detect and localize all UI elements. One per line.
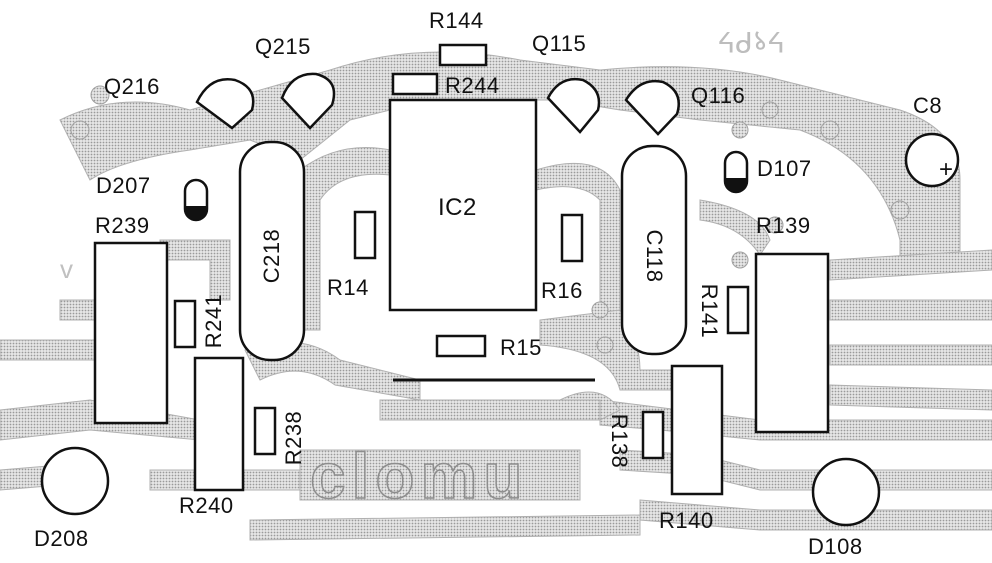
corner-marks: ᔭ९ᑭᔭ xyxy=(718,26,785,57)
ic2-chip xyxy=(388,98,538,312)
r138-resistor xyxy=(641,410,665,460)
r139-resistor xyxy=(754,252,830,434)
component-outlines xyxy=(40,43,960,527)
label-d108: D108 xyxy=(808,534,863,559)
r238-resistor xyxy=(253,406,277,456)
c218-capacitor xyxy=(238,140,306,362)
label-ic2: IC2 xyxy=(438,194,477,221)
d108-diode xyxy=(811,457,881,527)
label-r241: R241 xyxy=(201,293,226,349)
label-d107: D107 xyxy=(757,156,812,181)
board-watermark: clomu xyxy=(310,440,528,512)
copper-traces xyxy=(0,51,992,541)
d208-diode xyxy=(40,446,110,516)
label-d208: D208 xyxy=(34,526,89,551)
label-r144: R144 xyxy=(429,8,484,33)
r241-resistor xyxy=(173,299,197,349)
q216-transistor xyxy=(195,78,255,130)
label-r138: R138 xyxy=(607,413,632,469)
label-r15: R15 xyxy=(500,335,542,360)
r240-resistor xyxy=(193,356,245,492)
label-r239: R239 xyxy=(95,213,150,238)
label-r139: R139 xyxy=(756,213,811,238)
label-c118: C118 xyxy=(642,229,667,283)
label-c8: C8 xyxy=(913,93,943,118)
label-c218: C218 xyxy=(259,228,284,284)
r239-resistor xyxy=(93,241,169,425)
r14-resistor xyxy=(353,210,377,260)
r15-resistor xyxy=(435,334,487,358)
label-r14: R14 xyxy=(327,275,369,300)
label-c8-plus: + xyxy=(939,156,954,183)
label-r16: R16 xyxy=(541,278,583,303)
c118-capacitor xyxy=(620,144,688,356)
r16-resistor xyxy=(560,213,584,263)
r144-resistor xyxy=(438,43,488,67)
diode-bands xyxy=(185,178,747,220)
c8-capacitor xyxy=(904,132,960,188)
label-q115: Q115 xyxy=(532,31,587,56)
label-q216: Q216 xyxy=(104,74,160,99)
q215-transistor xyxy=(280,72,336,130)
label-r244: R244 xyxy=(445,73,500,98)
label-r240: R240 xyxy=(179,493,234,518)
r140-resistor xyxy=(670,364,724,496)
label-d207: D207 xyxy=(96,173,151,198)
label-q215: Q215 xyxy=(255,34,311,59)
r244-resistor xyxy=(391,72,439,96)
label-r140: R140 xyxy=(659,508,714,533)
q116-transistor xyxy=(624,79,680,136)
label-q116: Q116 xyxy=(691,83,746,108)
side-mark: v xyxy=(60,254,73,284)
label-r238: R238 xyxy=(281,410,306,466)
label-r141: R141 xyxy=(697,283,722,339)
q115-transistor xyxy=(546,77,601,134)
r141-resistor xyxy=(726,285,750,335)
